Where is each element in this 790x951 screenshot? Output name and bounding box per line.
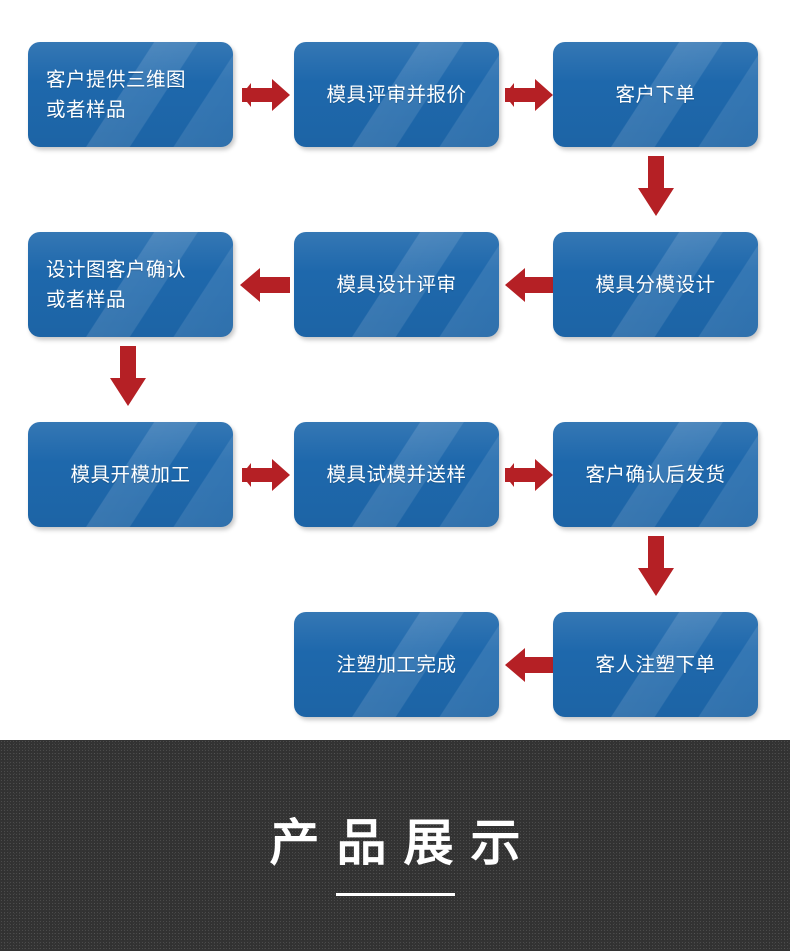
arrow-right-icon [505,457,555,493]
flow-node-label: 模具评审并报价 [326,83,467,106]
flow-node-n4[interactable]: 设计图客户确认 或者样品 [28,232,233,337]
arrow-down-icon [634,536,678,598]
flow-node-n6[interactable]: 模具分模设计 [553,232,758,337]
arrow-left-icon [503,646,555,684]
flow-node-label: 客户确认后发货 [585,463,726,486]
flow-node-n8[interactable]: 模具试模并送样 [294,422,499,527]
flow-node-n11[interactable]: 客人注塑下单 [553,612,758,717]
flow-node-n3[interactable]: 客户下单 [553,42,758,147]
flow-node-label: 设计图客户确认 或者样品 [46,258,187,311]
flow-node-label: 模具试模并送样 [326,463,467,486]
arrow-down-icon [106,346,150,408]
banner-texture [0,740,790,951]
arrow-right-icon [242,77,292,113]
banner-underline [335,892,455,896]
flow-node-label: 模具开模加工 [70,463,191,486]
flow-node-label: 客人注塑下单 [595,653,716,676]
flow-node-n9[interactable]: 客户确认后发货 [553,422,758,527]
arrow-down-icon [634,156,678,218]
product-showcase-banner: 产品展示 [0,740,790,951]
arrow-right-icon [242,457,292,493]
arrow-right-icon [505,77,555,113]
banner-title: 产品展示 [269,814,538,871]
flow-node-n10[interactable]: 注塑加工完成 [294,612,499,717]
flow-node-label: 注塑加工完成 [336,653,457,676]
flow-node-n7[interactable]: 模具开模加工 [28,422,233,527]
process-flow-diagram: 客户提供三维图 或者样品 模具评审并报价 客户下单 设计图客户确认 或者样品 模… [28,42,758,717]
flow-node-label: 客户下单 [615,83,696,106]
flow-node-label: 模具分模设计 [595,273,716,296]
arrow-left-icon [238,266,292,304]
flow-node-label: 模具设计评审 [336,273,457,296]
flow-node-n1[interactable]: 客户提供三维图 或者样品 [28,42,233,147]
arrow-left-icon [503,266,555,304]
flow-node-n5[interactable]: 模具设计评审 [294,232,499,337]
flow-node-label: 客户提供三维图 或者样品 [46,68,187,121]
flow-node-n2[interactable]: 模具评审并报价 [294,42,499,147]
